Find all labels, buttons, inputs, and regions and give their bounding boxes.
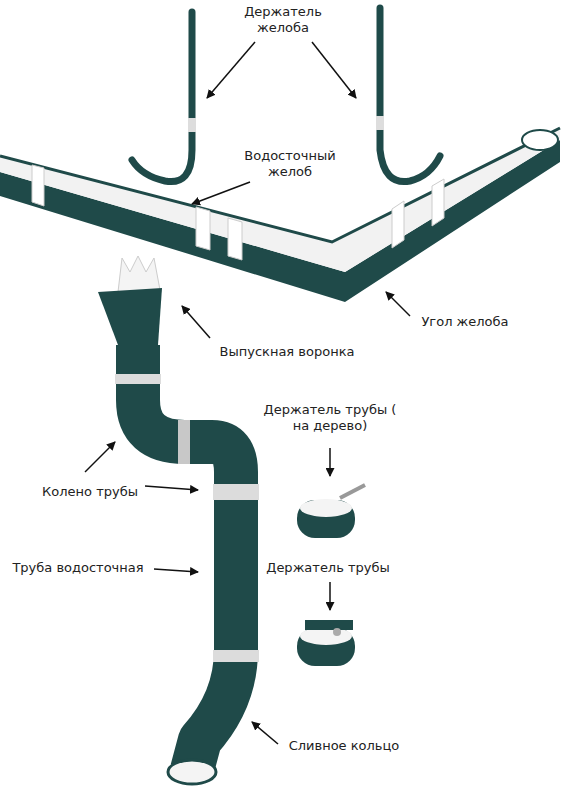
leader-arrow: [154, 569, 198, 572]
gutter-connector: [228, 218, 242, 260]
part-label: Выпускная воронка: [212, 344, 362, 360]
funnel-fins: [118, 256, 160, 292]
gutter-connector: [196, 207, 210, 250]
part-label: Держатель трубы ( на дерево): [255, 402, 405, 434]
clamp-inside: [300, 499, 352, 517]
gutter-front: [0, 140, 560, 302]
leader-arrow: [192, 182, 250, 204]
hanger-plate: [376, 116, 384, 130]
clamp-ring: [297, 628, 355, 666]
part-label: Сливное кольцо: [278, 738, 410, 754]
pipe-body: [138, 345, 236, 770]
pipe-band: [115, 374, 161, 384]
pipe-band: [178, 420, 190, 464]
clamp-screw: [340, 485, 365, 498]
leader-arrow: [329, 448, 331, 476]
part-label: Труба водосточная: [0, 560, 156, 576]
outlet-funnel: [98, 288, 162, 345]
part-label: Держатель трубы: [258, 560, 398, 576]
downpipe: [98, 256, 259, 784]
leader-arrow: [85, 442, 115, 472]
part-label: Колено трубы: [30, 484, 150, 500]
leader-arrow: [182, 306, 210, 338]
part-label: Водосточный желоб: [240, 148, 340, 180]
clamp-ring: [297, 500, 355, 538]
leader-arrow: [312, 42, 356, 98]
gutter-connector: [432, 179, 444, 226]
gutter-hanger: [380, 8, 440, 182]
leader-lines: [85, 42, 410, 744]
gutter: [0, 128, 560, 302]
gutter-inside: [0, 128, 560, 272]
leader-arrow: [252, 722, 278, 744]
gutter-connector: [392, 201, 404, 248]
part-label: Угол желоба: [405, 314, 525, 330]
clamp-bracket: [305, 620, 353, 630]
gutter-connector: [32, 165, 44, 206]
clamp-bolt: [333, 628, 341, 636]
pipe-outlet: [168, 760, 216, 784]
leader-arrow: [145, 486, 198, 490]
pipe-holder-wood: [297, 485, 365, 538]
part-label: Держатель желоба: [233, 4, 333, 36]
leader-arrow: [207, 42, 255, 98]
pipe-band: [213, 650, 259, 662]
leader-arrow: [386, 292, 410, 316]
leader-arrow: [329, 582, 331, 610]
pipe-holder: [297, 620, 355, 666]
gutter-back-lip: [0, 128, 560, 242]
pipe-band: [213, 484, 259, 500]
gutter-end-cap: [522, 130, 558, 150]
gutter-hanger: [132, 12, 192, 182]
hanger-plate: [188, 118, 196, 132]
